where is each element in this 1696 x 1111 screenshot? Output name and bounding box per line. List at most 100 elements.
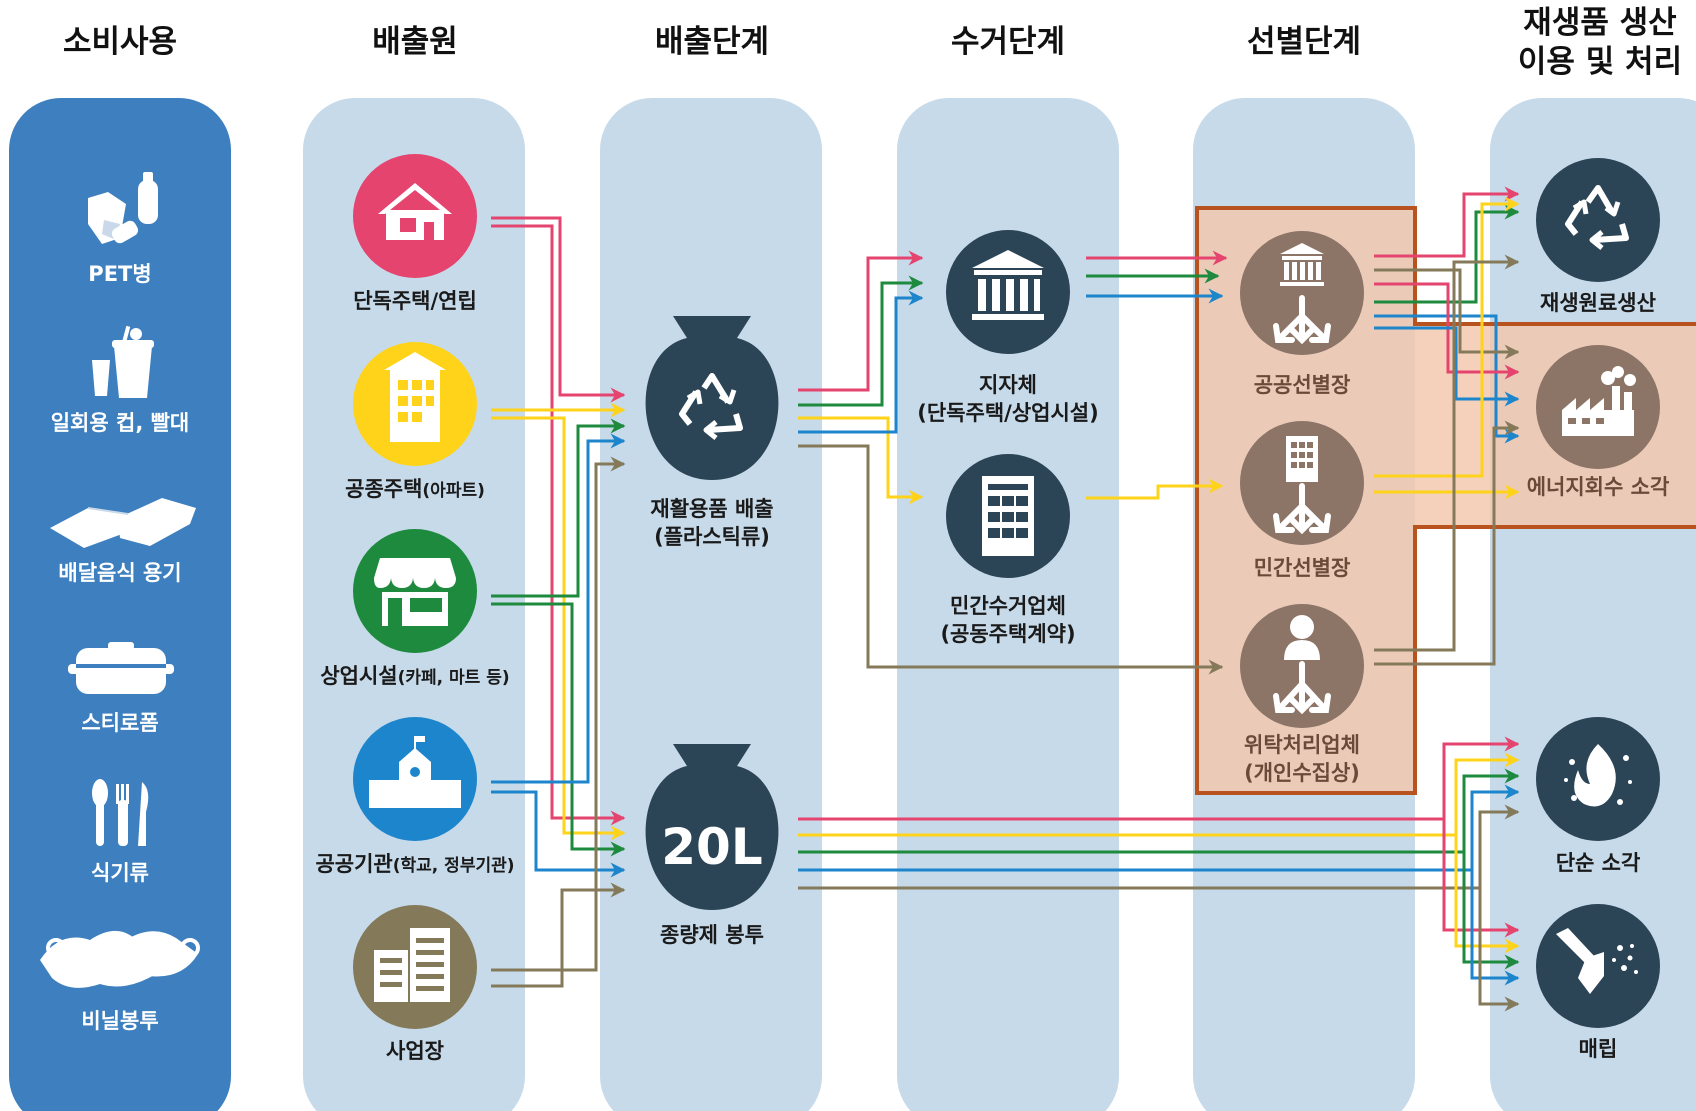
flow-line [798, 250, 924, 392]
flow-line [1470, 870, 1520, 986]
disposable-cup-icon [92, 325, 154, 398]
private-collector-node [946, 454, 1070, 578]
flow-line [491, 456, 626, 972]
plastic-bag-icon [40, 930, 200, 988]
shovel-icon [1556, 928, 1638, 994]
flow-line [798, 275, 924, 407]
collection-panel [897, 98, 1119, 1111]
source-label: 상업시설(카페, 마트 등) [320, 664, 509, 688]
source-label-main: 상업시설 [320, 664, 397, 688]
flow-line [798, 290, 924, 434]
flow-line [798, 752, 1520, 837]
styrofoam-box-icon [68, 642, 174, 694]
recycle-icon [679, 373, 743, 440]
flow-line [491, 882, 626, 988]
header-consumption: 소비사용 [63, 24, 177, 60]
flow-line [491, 433, 626, 784]
consumption-item-label: 배달음식 용기 [58, 561, 181, 585]
source-node-apartment [353, 342, 477, 466]
flow-line [1462, 852, 1520, 970]
contract-processor-node [1240, 604, 1364, 728]
flow-line [1374, 420, 1520, 666]
government-building-icon [972, 250, 1044, 320]
private-sorting-node [1240, 421, 1364, 545]
flow-line [798, 768, 1520, 854]
building-grid-icon [982, 476, 1034, 556]
contract-processor-label-line1: 위탁처리업체 [1244, 733, 1360, 757]
government-building-icon [1280, 243, 1324, 286]
shop-icon [374, 558, 456, 626]
flow-line [1374, 326, 1520, 407]
school-icon [369, 736, 461, 808]
emission-panel [600, 98, 822, 1111]
person-icon [1284, 615, 1320, 660]
house-icon [378, 183, 452, 240]
municipal-label-line2: (단독주택/상업시설) [917, 401, 1098, 425]
header-sorting: 선별단계 [1247, 24, 1361, 60]
header-collection: 수거단계 [951, 24, 1065, 60]
split-arrows-icon [1273, 661, 1331, 715]
flow-line [1374, 186, 1520, 258]
consumption-item-label: 스티로폼 [81, 711, 158, 735]
recycled-material-label: 재생원료생산 [1540, 291, 1656, 315]
source-label: 단독주택/연립 [353, 289, 477, 313]
source-label-main: 공종주택 [345, 477, 422, 501]
source-label-sub: (아파트) [422, 481, 484, 501]
source-label: 공공기관(학교, 정부기관) [315, 852, 514, 876]
fire-icon [1564, 744, 1632, 807]
consumption-panel [9, 98, 231, 1111]
flow-line [798, 416, 924, 505]
landfill-node [1536, 904, 1660, 1028]
flow-line [1478, 888, 1520, 1012]
flow-line [798, 784, 1520, 872]
municipal-node [946, 230, 1070, 354]
flow-line [1374, 204, 1520, 304]
flow-line [1374, 254, 1520, 652]
header-sources: 배출원 [372, 24, 458, 60]
flow-line [1374, 314, 1520, 444]
consumption-item-label: 일회용 컵, 빨대 [51, 411, 190, 435]
split-arrows-icon [1273, 483, 1331, 535]
private-collector-label-line1: 민간수거업체 [950, 594, 1066, 618]
split-arrows-icon [1273, 295, 1331, 345]
energy-recovery-node [1536, 345, 1660, 469]
factory-icon [1562, 366, 1636, 436]
volume-based-bag: 20L [645, 744, 779, 910]
flow-line [491, 224, 626, 826]
flow-line [1374, 268, 1520, 360]
flow-line [798, 804, 1520, 890]
recycle-emission-label-line1: 재활용품 배출 [650, 497, 773, 521]
office-building-icon [374, 928, 450, 1002]
consumption-item-label: 비닐봉투 [81, 1009, 158, 1033]
header-final-line1: 재생품 생산 [1523, 5, 1676, 41]
source-label-sub: (학교, 정부기관) [393, 856, 515, 876]
consumption-item-label: PET병 [88, 262, 151, 286]
landfill-label: 매립 [1579, 1037, 1618, 1061]
incineration-label: 단순 소각 [1556, 851, 1641, 875]
flow-line [491, 790, 626, 878]
recycled-material-node [1536, 158, 1660, 282]
building-icon [1286, 436, 1318, 482]
private-collector-label-line2: (공동주택계약) [940, 622, 1075, 646]
delivery-container-icon [50, 498, 196, 548]
flow-lines [491, 186, 1520, 1012]
source-node-shop [353, 529, 477, 653]
public-sorting-label: 공공선별장 [1254, 373, 1351, 397]
energy-recovery-label: 에너지회수 소각 [1527, 475, 1670, 499]
source-label: 사업장 [386, 1039, 444, 1063]
source-node-school [353, 717, 477, 841]
pet-bottle-icon [88, 172, 158, 244]
apartment-icon [384, 352, 446, 442]
flow-line [491, 602, 626, 857]
private-sorting-label: 민간선별장 [1254, 556, 1351, 580]
flow-line [1374, 196, 1520, 478]
flow-line [1454, 835, 1520, 954]
incineration-node [1536, 717, 1660, 841]
cutlery-icon [92, 779, 149, 846]
header-final-line2: 이용 및 처리 [1518, 44, 1682, 80]
recycle-icon [1565, 185, 1629, 250]
flow-line [491, 216, 626, 403]
source-node-house [353, 154, 477, 278]
volume-bag-label: 종량제 봉투 [660, 923, 764, 947]
